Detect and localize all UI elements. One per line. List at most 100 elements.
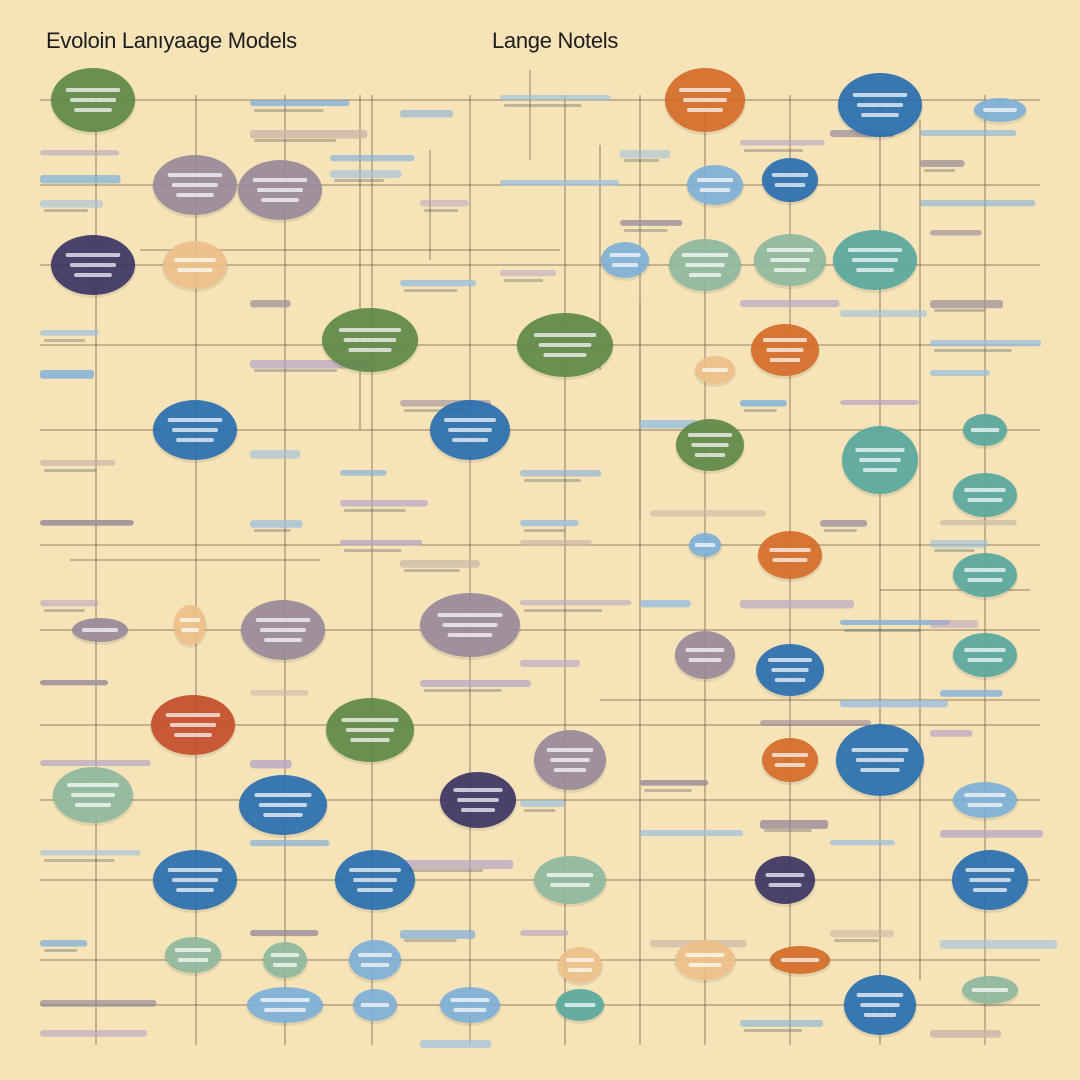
smudged-label-line <box>254 369 338 372</box>
node-label-smudge <box>694 453 726 457</box>
node-ellipse <box>675 631 735 679</box>
node-label-smudge <box>538 343 592 347</box>
smudged-label-line <box>44 949 78 952</box>
smudged-label-line <box>44 469 97 472</box>
node-label-smudge <box>774 183 806 187</box>
diagram-node <box>688 533 722 560</box>
node-label-smudge <box>174 733 212 737</box>
node-label-smudge <box>444 418 496 422</box>
node-label-smudge <box>769 358 801 362</box>
smudged-label <box>40 940 88 947</box>
smudged-label <box>620 220 683 226</box>
smudged-label <box>760 820 829 829</box>
node-label-smudge <box>685 263 725 267</box>
smudged-label-line <box>504 279 544 282</box>
smudged-label <box>330 155 415 162</box>
node-label-smudge <box>852 93 908 97</box>
node-ellipse <box>755 856 815 904</box>
node-label-smudge <box>609 253 641 257</box>
node-label-smudge <box>863 1013 897 1017</box>
smudged-label <box>520 520 579 527</box>
smudged-label <box>920 160 965 167</box>
smudged-label <box>500 270 557 277</box>
smudged-label <box>40 370 95 379</box>
node-label-smudge <box>768 883 802 887</box>
node-label-smudge <box>259 628 307 632</box>
smudged-label <box>840 310 927 317</box>
node-label-smudge <box>685 953 725 957</box>
smudged-label <box>250 130 368 139</box>
diagram-node <box>50 235 136 298</box>
diagram-node <box>237 160 323 223</box>
node-label-smudge <box>967 498 1003 502</box>
diagram-node <box>262 942 308 981</box>
diagram-node <box>439 987 501 1026</box>
node-label-smudge <box>71 793 115 797</box>
node-label-smudge <box>780 958 820 962</box>
diagram-node <box>962 414 1008 449</box>
node-label-smudge <box>553 768 587 772</box>
diagram-node <box>674 631 736 682</box>
diagram-node <box>71 618 129 645</box>
smudged-label-line <box>44 859 115 862</box>
node-label-smudge <box>546 873 594 877</box>
node-label-smudge <box>74 108 112 112</box>
smudged-label <box>760 720 872 726</box>
node-label-smudge <box>567 968 593 972</box>
diagram-node <box>750 324 820 379</box>
smudged-label-line <box>44 209 88 212</box>
node-label-smudge <box>771 668 809 672</box>
node-label-smudge <box>770 258 810 262</box>
node-label-smudge <box>452 438 488 442</box>
node-label-smudge <box>181 628 199 632</box>
node-label-smudge <box>860 768 900 772</box>
diagram-node <box>761 738 819 785</box>
node-label-smudge <box>862 468 898 472</box>
diagram-node <box>952 553 1018 600</box>
node-label-smudge <box>967 658 1003 662</box>
diagram-node <box>841 426 919 497</box>
diagram-node <box>952 633 1018 680</box>
smudged-label-line <box>744 149 804 152</box>
node-label-smudge <box>766 348 804 352</box>
diagram-node <box>600 242 650 281</box>
node-label-smudge <box>447 633 493 637</box>
smudged-label <box>930 620 979 629</box>
node-label-smudge <box>360 1003 390 1007</box>
smudged-label <box>40 600 99 607</box>
smudged-label-line <box>644 789 692 792</box>
node-label-smudge <box>255 618 311 622</box>
diagram-node <box>50 68 136 135</box>
diagram-node <box>843 975 917 1038</box>
smudged-label <box>250 450 301 459</box>
node-label-smudge <box>261 198 299 202</box>
diagram-node <box>755 644 825 699</box>
smudged-label <box>920 200 1036 207</box>
node-label-smudge <box>171 428 219 432</box>
node-ellipse <box>758 531 822 579</box>
node-label-smudge <box>69 263 117 267</box>
smudged-label <box>420 1040 492 1049</box>
node-label-smudge <box>688 273 722 277</box>
diagram-node <box>152 850 238 913</box>
smudged-label <box>930 540 988 548</box>
node-label-smudge <box>174 948 212 952</box>
node-label-smudge <box>964 488 1006 492</box>
node-label-smudge <box>965 868 1015 872</box>
node-ellipse <box>762 158 818 202</box>
diagram-node <box>973 98 1027 125</box>
node-label-smudge <box>851 748 909 752</box>
node-label-smudge <box>683 98 727 102</box>
diagram-node <box>325 698 415 765</box>
smudged-label-line <box>934 549 975 552</box>
node-label-smudge <box>272 963 298 967</box>
node-ellipse <box>174 605 206 645</box>
smudged-label-line <box>404 939 457 942</box>
smudged-label <box>400 930 476 939</box>
node-label-smudge <box>65 253 121 257</box>
node-label-smudge <box>550 883 590 887</box>
node-ellipse <box>263 942 307 978</box>
smudged-label-line <box>404 289 458 292</box>
node-label-smudge <box>67 783 119 787</box>
diagram-title-right: Lange Notels <box>492 28 619 53</box>
